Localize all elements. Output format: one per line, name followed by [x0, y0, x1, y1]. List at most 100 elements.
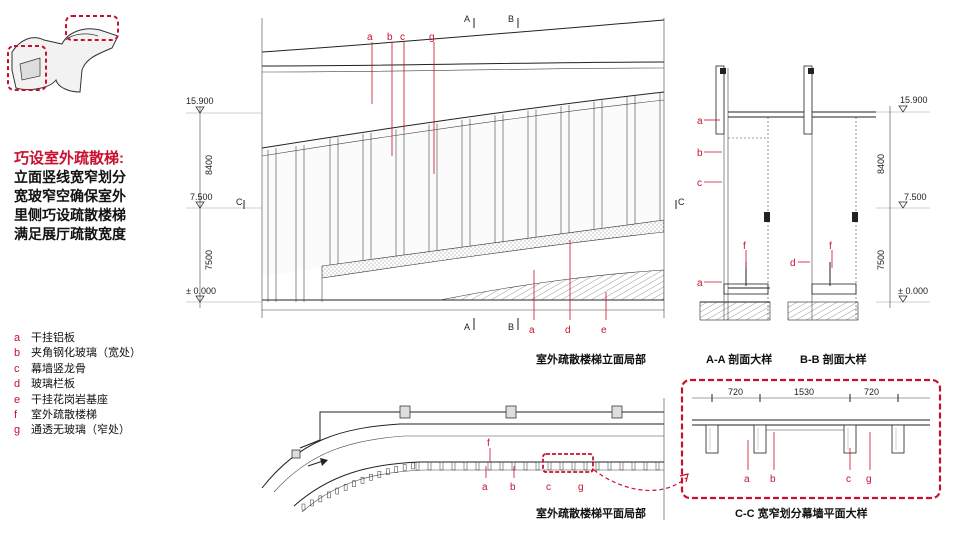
callout-a: a — [529, 325, 535, 336]
callout-g: g — [429, 32, 435, 43]
caption-plan: 室外疏散楼梯平面局部 — [536, 508, 646, 520]
plan-mullions — [301, 461, 660, 511]
section-mark-label: C — [678, 197, 685, 207]
level-label: 15.900 — [900, 95, 928, 105]
legend-key: g — [14, 424, 21, 437]
description-line: 立面竖线宽窄划分 — [14, 169, 126, 185]
callout-b: b — [697, 148, 703, 159]
section-mark-label: B — [508, 322, 514, 332]
callout-b: b — [510, 482, 516, 493]
plan-mullion — [475, 461, 480, 471]
caption-section-aa: A-A 剖面大样 — [706, 354, 773, 366]
plan-mullion — [369, 473, 373, 481]
plan-mullion — [535, 461, 540, 471]
plan-mullion — [318, 495, 323, 503]
plan-mullion — [463, 461, 468, 471]
detail-cc-drawing: 720 1530 720 a b c g — [680, 378, 942, 500]
legend-item: c 幕墙竖龙骨 — [14, 362, 141, 377]
height-label: 7500 — [876, 250, 886, 270]
callout-e: e — [601, 325, 607, 336]
height-label: 8400 — [204, 155, 214, 175]
plan-mullion — [571, 461, 576, 471]
plan-mullion — [439, 461, 444, 471]
legend-text: 通透无玻璃（窄处） — [31, 424, 130, 437]
elevation-drawing: 15.900 7.500 ± 0.000 8400 7500 C C — [186, 14, 685, 336]
detail-dimension: 720 — [864, 387, 879, 397]
plan-mullion — [451, 461, 456, 471]
section-heading: 巧设室外疏散梯: — [14, 150, 124, 167]
legend-key: c — [14, 362, 20, 375]
curtain-wall-mullions — [329, 92, 661, 265]
plan-mullion — [415, 461, 420, 471]
callout-a: a — [367, 32, 373, 43]
callout-g: g — [578, 482, 584, 493]
plan-mullion — [394, 466, 398, 473]
section-mark-label: B — [508, 14, 514, 24]
legend-item: b 夹角钢化玻璃（宽处） — [14, 346, 141, 361]
plan-mullion — [511, 461, 516, 471]
callout-d: d — [790, 258, 796, 269]
legend-text: 干挂铝板 — [31, 332, 75, 344]
plan-mullion — [607, 461, 612, 471]
description-block: 立面竖线宽窄划分 宽玻窄空确保室外 里侧巧设疏散楼梯 满足展厅疏散宽度 — [14, 168, 126, 244]
section-mark-label: C — [236, 197, 243, 207]
plan-mullion — [360, 477, 365, 484]
plan-mullion — [655, 461, 660, 471]
plan-mullion — [643, 461, 648, 471]
plan-detail-highlight — [542, 453, 594, 473]
level-label: ± 0.000 — [898, 286, 928, 296]
mullion-profile — [705, 424, 905, 454]
legend-text: 室外疏散楼梯 — [31, 409, 97, 422]
callout-a: a — [697, 278, 703, 289]
callout-a: a — [482, 482, 488, 493]
legend-text: 玻璃栏板 — [31, 378, 75, 391]
callout-c: c — [697, 178, 702, 189]
callout-f: f — [829, 241, 832, 252]
legend-text: 夹角钢化玻璃（宽处） — [31, 347, 141, 360]
description-line: 宽玻窄空确保室外 — [14, 188, 126, 204]
callout-f: f — [487, 438, 490, 449]
plan-mullion — [619, 461, 624, 471]
plan-mullion — [411, 462, 415, 470]
leader-lines — [371, 42, 607, 320]
plan-mullion — [335, 487, 339, 495]
legend-key: b — [14, 347, 21, 360]
level-marker — [898, 105, 908, 303]
legend-key: d — [14, 378, 21, 391]
plan-mullion — [487, 461, 492, 471]
plan-mullion — [301, 503, 306, 511]
callout-b: b — [387, 32, 393, 43]
section-aa-drawing: a b c f a — [697, 65, 876, 321]
key-plan-highlight — [7, 45, 47, 91]
plan-mullion — [327, 491, 331, 499]
plan-mullion — [583, 461, 588, 471]
key-plan-thumbnail — [7, 15, 119, 93]
legend-item: d 玻璃栏板 — [14, 377, 141, 392]
legend-item: e 干挂花岗岩基座 — [14, 393, 141, 408]
legend-key: e — [14, 393, 21, 406]
plan-mullion — [631, 461, 636, 471]
legend-text: 干挂花岗岩基座 — [31, 393, 108, 406]
legend-text: 幕墙竖龙骨 — [31, 362, 86, 375]
detail-frame — [680, 378, 942, 500]
legend-key: a — [14, 332, 21, 344]
callout-b: b — [770, 474, 776, 485]
description-line: 里侧巧设疏散楼梯 — [14, 207, 126, 223]
caption-section-bb: B-B 剖面大样 — [800, 354, 867, 366]
callout-c: c — [546, 482, 551, 493]
section-mark-label: A — [464, 14, 470, 24]
caption-detail-cc: C-C 宽窄划分幕墙平面大样 — [735, 508, 868, 520]
level-label: 7.500 — [904, 192, 927, 202]
plan-drawing: f a b c g — [261, 398, 689, 520]
section-bb-drawing: f d 15.900 7.500 ± 0.000 8400 7500 — [787, 65, 930, 321]
plan-mullion — [402, 464, 407, 471]
level-label: 7.500 — [190, 192, 213, 202]
detail-dimension: 720 — [728, 387, 743, 397]
plan-mullion — [547, 461, 552, 471]
legend-item: a 干挂铝板 — [14, 331, 141, 346]
callout-d: d — [565, 325, 571, 336]
level-marker — [195, 106, 205, 303]
plan-mullion — [595, 461, 600, 471]
